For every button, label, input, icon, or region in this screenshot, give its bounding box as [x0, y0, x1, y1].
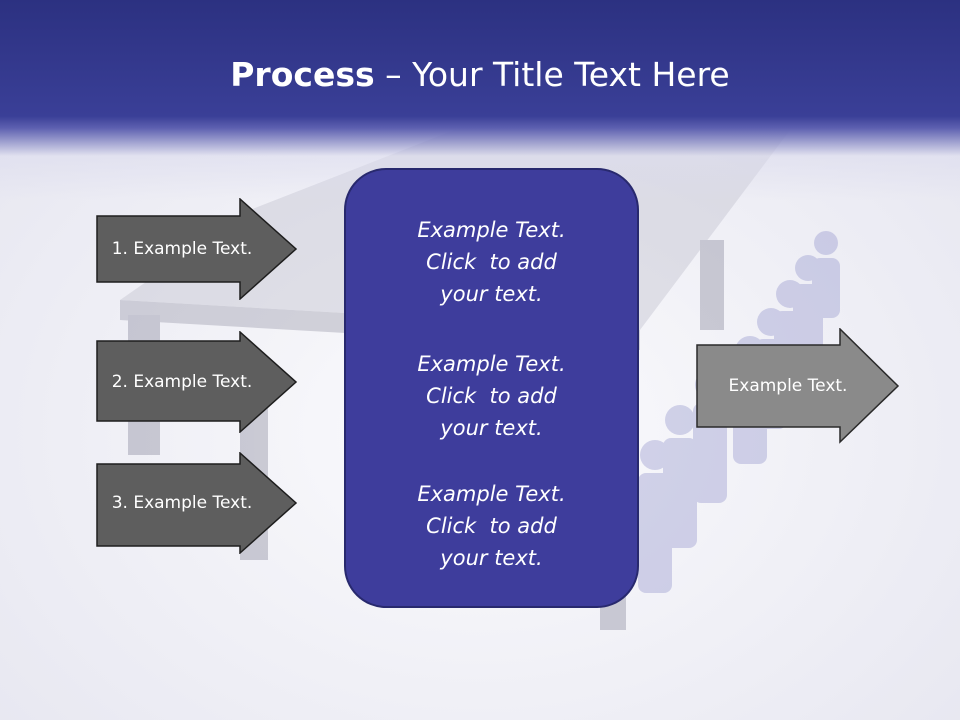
center-paragraph-1: Example Text. Click to add your text. — [417, 218, 566, 306]
right-arrow-icon — [96, 452, 298, 554]
title-bar — [0, 0, 960, 200]
step-arrow-1: 1. Example Text. — [96, 198, 298, 300]
step-label-3: 3. Example Text. — [111, 493, 253, 513]
center-paragraph-2: Example Text. Click to add your text. — [417, 352, 566, 440]
center-text-box: Example Text. Click to add your text. Ex… — [344, 168, 639, 608]
step-label-2: 2. Example Text. — [111, 372, 253, 392]
output-label: Example Text. — [728, 376, 848, 396]
step-arrow-3: 3. Example Text. — [96, 452, 298, 554]
slide-title: Process – Your Title Text Here — [0, 54, 960, 96]
right-arrow-icon — [696, 328, 900, 444]
output-arrow: Example Text. — [696, 328, 900, 444]
step-arrow-2: 2. Example Text. — [96, 331, 298, 433]
right-arrow-icon — [96, 198, 298, 300]
right-arrow-icon — [96, 331, 298, 433]
title-rest: – Your Title Text Here — [374, 55, 730, 94]
center-paragraph-3: Example Text. Click to add your text. — [417, 482, 566, 570]
step-label-1: 1. Example Text. — [111, 239, 253, 259]
title-bold: Process — [230, 55, 375, 94]
